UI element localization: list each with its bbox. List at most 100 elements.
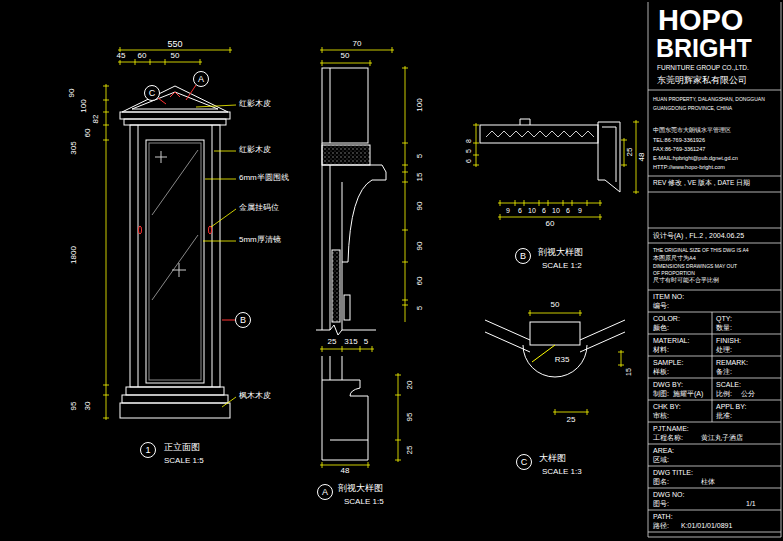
section-a-profile: [316, 68, 386, 460]
company-info: E-MAIL:hpbright@pub.dgnet.gd.cn: [652, 156, 739, 162]
callout-circle: B: [235, 312, 251, 328]
view-title: 大样图: [538, 454, 567, 463]
title-block-cell: 处理:: [715, 346, 733, 353]
title-block-cell: 批准:: [715, 412, 733, 419]
dimension-text: 30: [84, 401, 92, 412]
title-block-cell: 数量:: [715, 324, 733, 331]
title-block-cell: 黄江丸子酒店: [700, 434, 744, 441]
title-block-cell: THE ORIGINAL SIZE OF THIS DWG IS A4: [652, 248, 750, 253]
title-block-cell: PATH:: [652, 513, 674, 520]
dimension-text: 25: [626, 147, 634, 158]
title-block-cell: 材料:: [652, 346, 670, 353]
title-block-cell: 施耀平(A): [672, 390, 704, 397]
logo-text: HOPO: [657, 6, 744, 35]
dimension-text: 60: [416, 276, 424, 287]
callout-circle: C: [516, 454, 532, 470]
dimension-text: 90: [68, 88, 76, 99]
dimension-text: 5: [416, 305, 424, 311]
callout-circle: 1: [140, 442, 156, 458]
dimension-text: 5: [363, 338, 369, 346]
dimension-text: 90: [416, 241, 424, 252]
title-block-cell: 比例:: [715, 390, 733, 397]
view-title: SCALE 1:2: [541, 262, 583, 270]
title-block-cell: SAMPLE:: [652, 359, 684, 366]
title-block-cell: DWG BY:: [652, 381, 684, 388]
title-block-cell: QTY:: [715, 315, 733, 322]
company-info: 东莞明辉家私有限公司: [656, 76, 748, 85]
section-b-profile: [480, 119, 620, 192]
view-title: SCALE 1:3: [541, 468, 583, 476]
callout-letter: A: [322, 488, 328, 497]
company-info: 中国东莞市大朗镇水平管理区: [652, 127, 732, 133]
dimension-text: 1800: [70, 245, 78, 265]
dimension-text: 6: [465, 158, 472, 164]
title-block-cell: DWG NO:: [652, 491, 686, 498]
annotation: 红影木皮: [238, 100, 272, 108]
title-block-cell: 区域:: [652, 456, 670, 463]
title-block-cell: 备注:: [715, 368, 733, 375]
title-block-cell: REMARK:: [715, 359, 749, 366]
title-block-cell: 工程名称:: [652, 434, 684, 441]
company-info: HUAN PROPERTY, DALANGSHAN, DONGGUAN: [652, 97, 766, 102]
logo-text: BRIGHT: [655, 36, 753, 61]
title-block-cell: 编号:: [652, 302, 670, 309]
dimension-text: 25: [327, 338, 338, 346]
title-block-cell: SCALE:: [715, 381, 742, 388]
company-info: FURNITURE GROUP CO.,LTD.: [656, 65, 750, 72]
dimension-text: 15: [416, 172, 424, 183]
title-block-cell: REV 修改 , VE 版本 , DATE 日期: [652, 180, 751, 187]
callout-letter: B: [520, 252, 526, 261]
dimension-text: 100: [80, 98, 88, 113]
dimension-text: 48: [638, 152, 646, 163]
dimension-lines: [103, 47, 639, 468]
view-title: 正立面图: [163, 443, 201, 452]
dimension-text: 6: [517, 207, 523, 214]
title-block-cell: APPL BY:: [715, 403, 747, 410]
dimension-text: 8: [465, 138, 472, 144]
callout-circle: B: [515, 248, 531, 264]
dimension-text: 50: [340, 52, 351, 60]
detail-c-profile: [485, 320, 625, 377]
title-block-cell: DIMENSIONS DRAWINGS MAY OUT: [652, 264, 738, 269]
dimension-text: 90: [416, 201, 424, 212]
title-block-cell: 本图原尺寸为A4: [652, 256, 697, 262]
title-block-cell: 样板:: [652, 368, 670, 375]
company-info: HTTP://www.hopo-bright.com: [652, 165, 726, 171]
title-block-cell: AREA:: [652, 447, 675, 454]
title-block-cell: 柱体: [700, 478, 716, 485]
annotation: 红影木皮: [238, 146, 272, 154]
dimension-text: 5: [465, 148, 472, 154]
title-block-cell: 颜色:: [652, 324, 670, 331]
company-info: TEL:86-769-3361926: [652, 138, 706, 144]
title-block-cell: MATERIAL:: [652, 337, 690, 344]
title-block-cell: COLOR:: [652, 315, 681, 322]
annotation: 6mm半圆围线: [238, 174, 290, 182]
title-block-grid: [648, 2, 781, 537]
callout-circle: C: [144, 85, 160, 101]
title-block-cell: K:01/01/01/0891: [680, 522, 733, 529]
leader-lines: [196, 105, 236, 407]
dimension-text: 15: [625, 367, 632, 377]
title-block-cell: DWG TITLE:: [652, 469, 694, 476]
callout-letter: B: [240, 316, 246, 325]
dimension-text: 6: [541, 207, 547, 214]
title-block-cell: 图名:: [652, 478, 670, 485]
title-block-cell: 制图:: [652, 390, 670, 397]
dimension-text: 95: [406, 412, 414, 423]
title-block-cell: 公分: [740, 390, 756, 397]
callout-letter: C: [521, 458, 528, 467]
dimension-text: 315: [343, 338, 358, 346]
title-block-cell: CHK BY:: [652, 403, 682, 410]
callout-circle: A: [317, 484, 333, 500]
title-block-cell: 1/1: [745, 500, 757, 507]
title-block-cell: 路径:: [652, 522, 670, 529]
dimension-text: 60: [545, 220, 556, 228]
dimension-text: 82: [92, 114, 100, 125]
title-block-cell: 审核:: [652, 412, 670, 419]
title-block-cell: 图号:: [652, 500, 670, 507]
company-info: GUANGDONG PROVINCE, CHINA: [652, 106, 733, 111]
dimension-text: 305: [70, 140, 78, 155]
annotation: 5mm厚清镜: [238, 236, 282, 244]
dimension-text: 48: [340, 467, 351, 475]
dimension-text: 60: [137, 52, 148, 60]
